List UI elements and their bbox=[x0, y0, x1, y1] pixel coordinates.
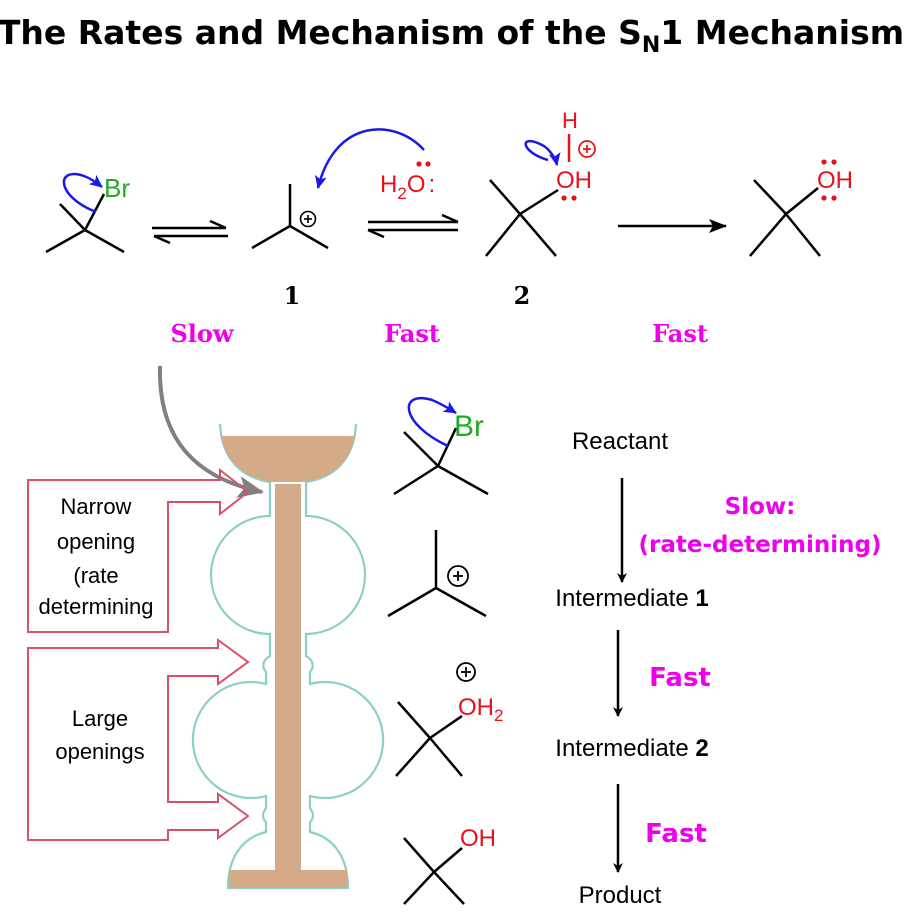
svg-text:H: H bbox=[562, 108, 578, 133]
svg-text:determining: determining bbox=[39, 594, 154, 619]
rate-label-fast-1: Fast bbox=[384, 319, 440, 348]
step-label-intermediate-2: Intermediate 2 bbox=[555, 735, 708, 762]
svg-text:(rate: (rate bbox=[73, 563, 118, 588]
carbocation-structure bbox=[387, 530, 487, 618]
svg-text:OH: OH bbox=[556, 167, 592, 194]
water-nucleophile: H2O: bbox=[380, 161, 435, 203]
curved-arrow-icon bbox=[315, 128, 425, 189]
equilibrium-arrow-1 bbox=[152, 219, 228, 245]
tert-butanol: OH bbox=[749, 159, 853, 257]
carbocation-1: 1 bbox=[251, 184, 329, 310]
sand-stream bbox=[275, 484, 301, 870]
equilibrium-arrow-2 bbox=[367, 213, 459, 239]
oxonium-structure: OH2 bbox=[395, 662, 503, 777]
bromine-label: Br bbox=[104, 173, 130, 203]
svg-text:OH2: OH2 bbox=[458, 694, 503, 725]
curved-arrow-icon bbox=[62, 172, 103, 214]
svg-text:OH: OH bbox=[817, 167, 853, 194]
rate-label-fast-2: Fast bbox=[652, 319, 708, 348]
svg-text:Large: Large bbox=[72, 706, 128, 731]
step-rate-slow-2: (rate-determining) bbox=[639, 532, 882, 558]
oxonium-2: H OH 2 bbox=[485, 108, 596, 310]
page-title: The Rates and Mechanism of the SN1 Mecha… bbox=[0, 13, 904, 58]
large-openings-callout: Large openings bbox=[27, 638, 250, 841]
svg-text:openings: openings bbox=[55, 739, 144, 764]
rate-label-slow: Slow bbox=[170, 319, 234, 348]
svg-text:Br: Br bbox=[454, 410, 484, 443]
step-label-reactant: Reactant bbox=[572, 428, 668, 455]
narrow-opening-callout: Narrow opening (rate determining bbox=[27, 467, 250, 633]
intermediate-label-2: 2 bbox=[514, 281, 531, 310]
funnel-analogy bbox=[191, 423, 385, 890]
reactant-structure: Br bbox=[393, 397, 489, 496]
svg-text:H2O:: H2O: bbox=[380, 171, 435, 203]
step-rate-slow-1: Slow: bbox=[725, 494, 796, 520]
tert-butyl-bromide: Br bbox=[45, 172, 130, 254]
svg-text:Narrow: Narrow bbox=[61, 494, 132, 519]
step-rate-fast-2: Fast bbox=[645, 819, 707, 849]
curved-arrow-icon bbox=[407, 397, 457, 448]
step-label-intermediate-1: Intermediate 1 bbox=[555, 585, 708, 612]
svg-text:opening: opening bbox=[57, 529, 135, 554]
sand-bottom bbox=[229, 870, 347, 888]
curved-arrow-icon bbox=[524, 139, 561, 166]
intermediate-label-1: 1 bbox=[284, 281, 301, 310]
alcohol-structure: OH bbox=[403, 825, 496, 905]
step-label-product: Product bbox=[579, 882, 662, 909]
svg-text:OH: OH bbox=[460, 825, 496, 852]
sand-top bbox=[221, 436, 355, 482]
step-rate-fast-1: Fast bbox=[649, 663, 711, 693]
